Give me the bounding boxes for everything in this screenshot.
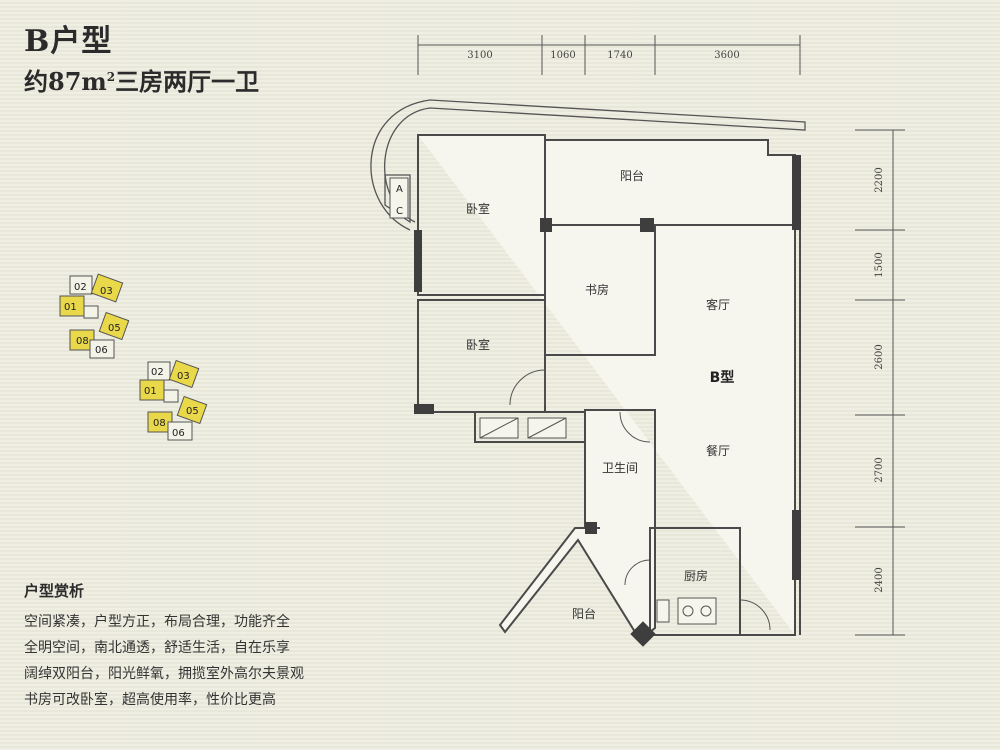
key2-unit-01: 01	[144, 386, 157, 397]
key2-unit-06: 06	[172, 428, 185, 439]
ac-label-c: C	[396, 206, 403, 217]
interior-walls	[417, 134, 801, 636]
subtitle-area-sup: 2	[106, 70, 116, 84]
key-plan-1	[59, 273, 130, 359]
key1-unit-02: 02	[74, 282, 87, 293]
room-living: 客厅	[706, 297, 730, 312]
dim-right-2: 1500	[874, 252, 885, 277]
key1-unit-01: 01	[64, 302, 77, 313]
key2-unit-02: 02	[151, 367, 164, 378]
subtitle-area: 约87m	[24, 67, 107, 96]
top-dimension	[417, 35, 801, 75]
page-subtitle: 约87m2三房两厅一卫	[24, 62, 259, 97]
dim-right-5: 2400	[874, 567, 885, 592]
room-bedroom-2: 卧室	[466, 337, 490, 352]
room-bathroom: 卫生间	[602, 461, 638, 475]
dim-right-3: 2600	[874, 344, 885, 369]
subtitle-layout: 三房两厅一卫	[115, 67, 260, 96]
key1-unit-08: 08	[76, 336, 89, 347]
unit-type-label: B型	[710, 369, 735, 386]
page-title: B户型	[24, 24, 113, 59]
analysis-heading: 户型赏析	[24, 582, 85, 600]
ac-unit-top	[389, 177, 409, 219]
right-dimension	[855, 129, 905, 636]
analysis-line: 全明空间，南北通透，舒适生活，自在乐享	[24, 640, 290, 656]
key1-unit-05: 05	[108, 323, 121, 334]
key2-unit-03: 03	[177, 371, 190, 382]
door-swings	[509, 369, 771, 631]
top-balcony-railing	[370, 99, 806, 231]
analysis-line: 书房可改卧室，超高使用率，性价比更高	[24, 692, 276, 708]
wall-columns	[414, 155, 801, 647]
dim-top-1: 3100	[467, 50, 492, 61]
room-study: 书房	[585, 282, 609, 297]
room-bedroom-1: 卧室	[466, 201, 490, 216]
room-balcony-bottom: 阳台	[572, 606, 596, 621]
room-dining: 餐厅	[706, 443, 730, 458]
key2-unit-08: 08	[153, 418, 166, 429]
key2-unit-05: 05	[186, 406, 199, 417]
dim-top-3: 1740	[607, 50, 632, 61]
key1-unit-06: 06	[95, 345, 108, 356]
dim-top-2: 1060	[550, 50, 575, 61]
ac-units-corridor	[479, 417, 567, 439]
dim-right-1: 2200	[874, 167, 885, 192]
dim-top-4: 3600	[714, 50, 739, 61]
room-kitchen: 厨房	[684, 568, 708, 583]
key-plan-2	[139, 359, 208, 441]
room-balcony-top: 阳台	[620, 168, 644, 183]
analysis-line: 空间紧凑，户型方正，布局合理，功能齐全	[24, 614, 290, 630]
layout-analysis: 户型赏析 空间紧凑，户型方正，布局合理，功能齐全 全明空间，南北通透，舒适生活，…	[24, 580, 344, 713]
key1-unit-03: 03	[100, 286, 113, 297]
dim-right-4: 2700	[874, 457, 885, 482]
kitchen-stove	[656, 597, 717, 625]
analysis-line: 阔绰双阳台，阳光鲜氧，拥揽室外高尔夫景观	[24, 666, 304, 682]
ac-label-a: A	[396, 184, 403, 195]
